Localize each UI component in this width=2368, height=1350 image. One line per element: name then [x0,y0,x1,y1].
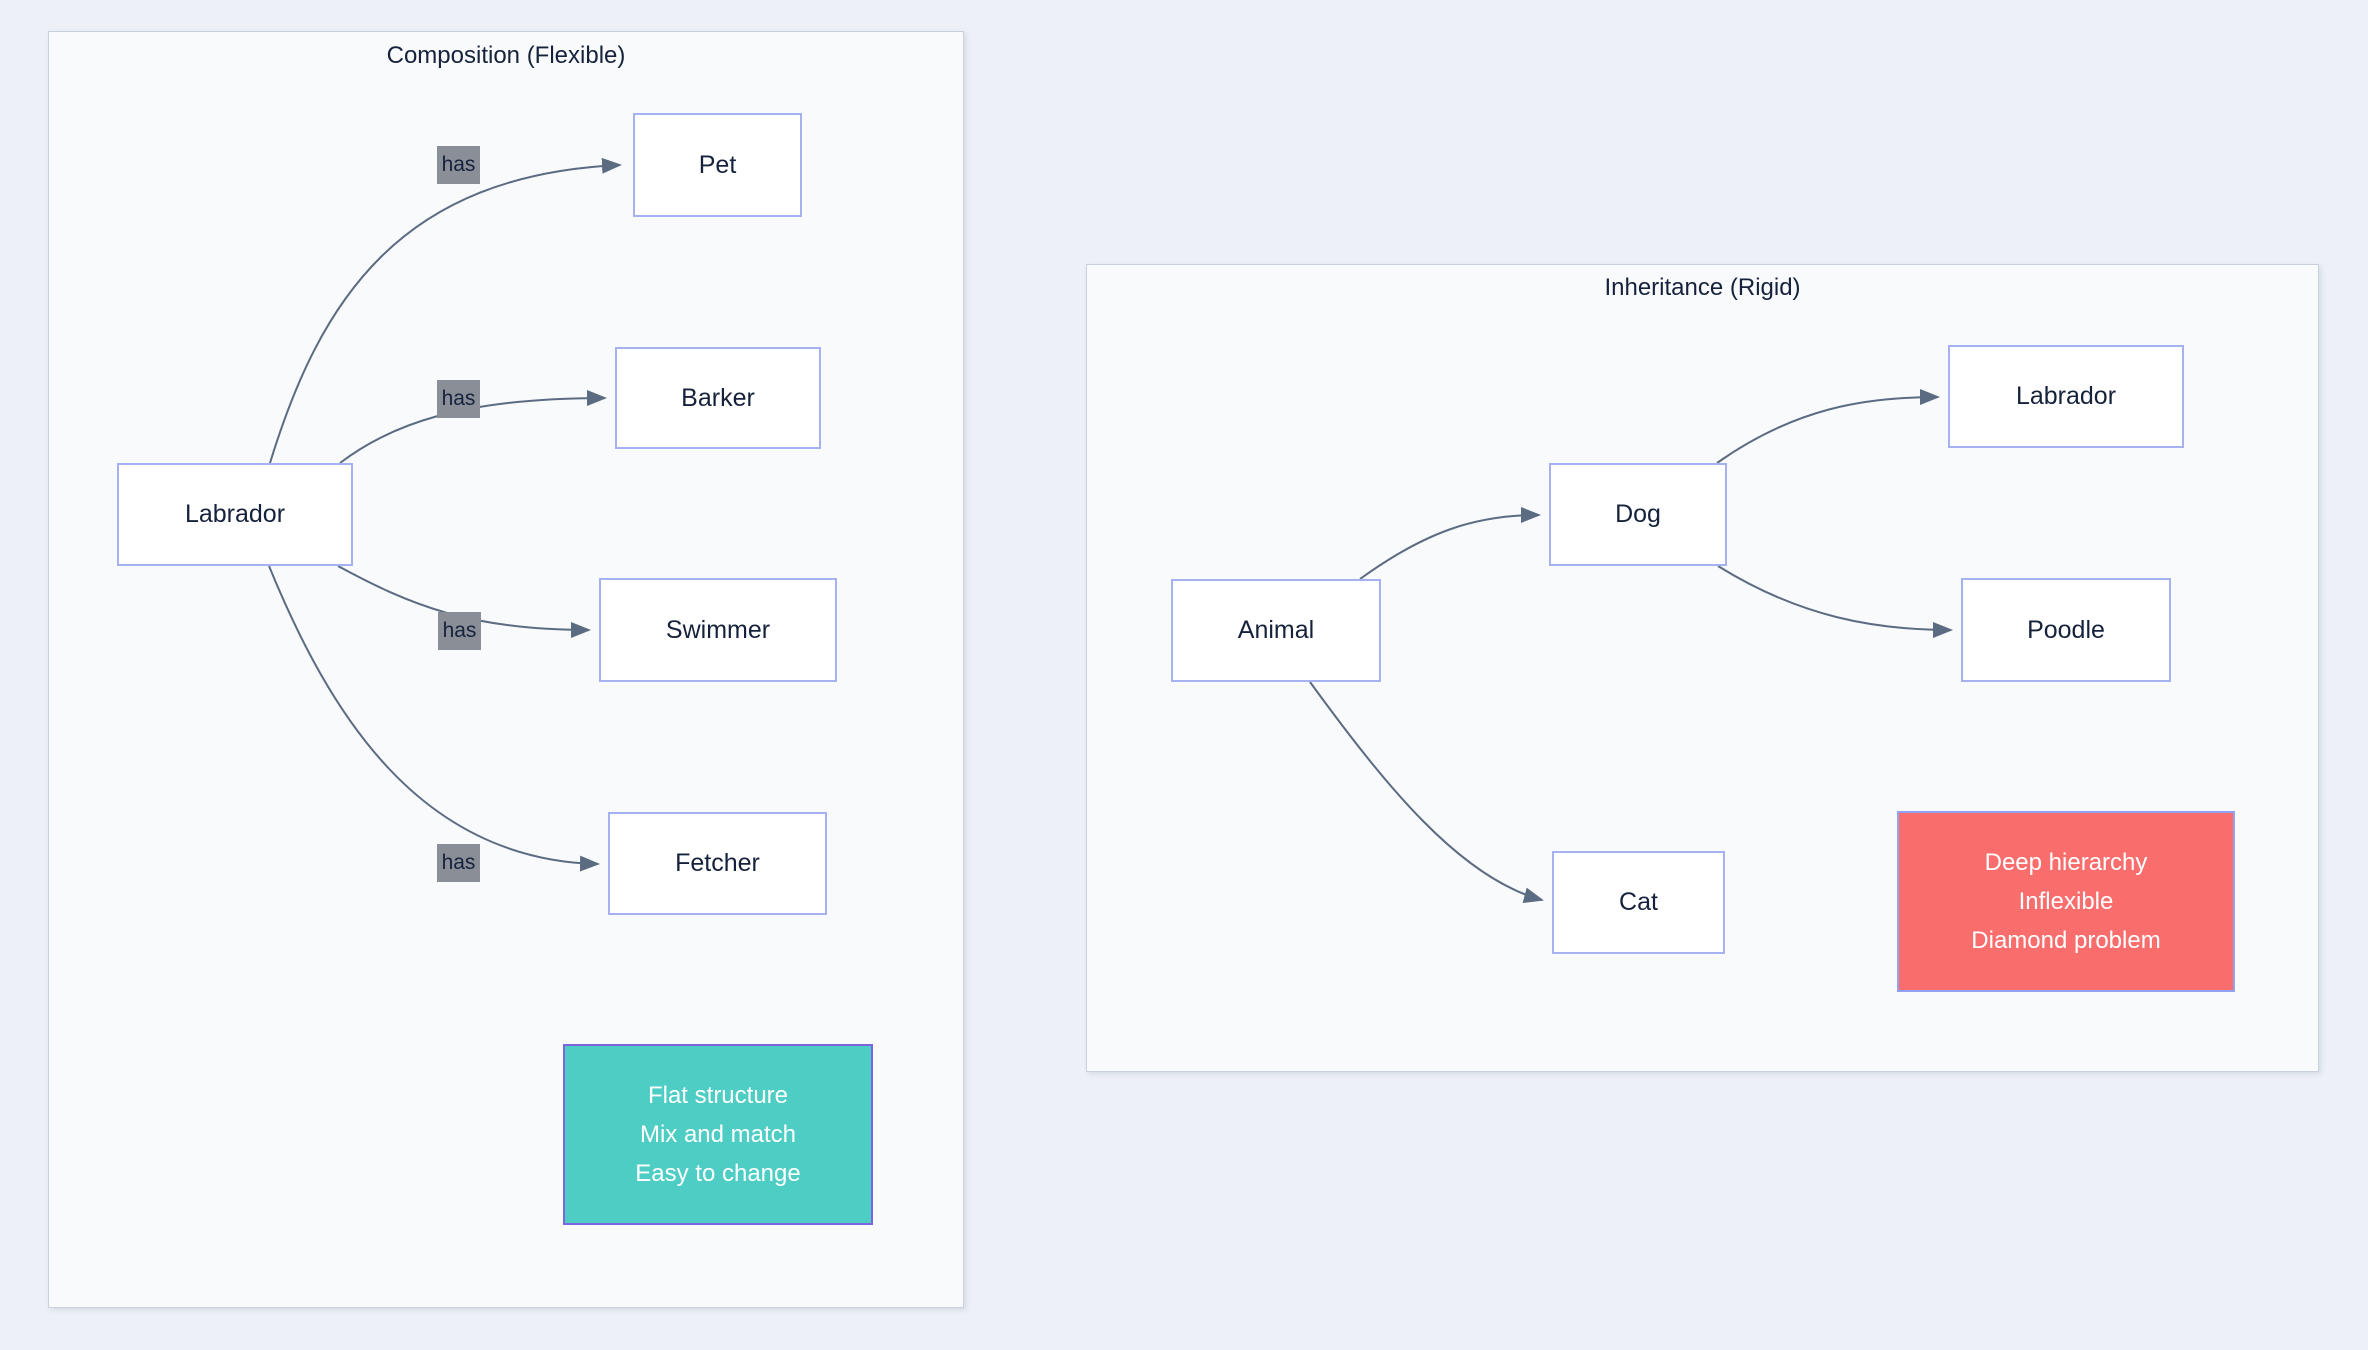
inheritance-note-line-1: Deep hierarchy [1984,849,2148,876]
edge-label-has-fetcher: has [437,844,480,882]
node-poodle[interactable]: Poodle [1961,578,2171,682]
node-swimmer[interactable]: Swimmer [599,578,837,682]
composition-note: Flat structure Mix and match Easy to cha… [563,1044,873,1225]
edge-labrador-barker [339,390,607,464]
inheritance-note-line-3: Diamond problem [1971,927,2161,954]
edge-dog-labrador [1716,389,1940,464]
edge-dog-poodle [1717,565,1953,638]
inheritance-note: Deep hierarchy Inflexible Diamond proble… [1897,811,2235,992]
composition-note-line-1: Flat structure [647,1082,789,1109]
node-animal[interactable]: Animal [1171,579,1381,682]
edge-labrador-pet [269,157,622,464]
node-labrador-composition[interactable]: Labrador [117,463,353,566]
node-dog[interactable]: Dog [1549,463,1727,566]
composition-note-line-3: Easy to change [635,1160,801,1187]
node-labrador-inheritance[interactable]: Labrador [1948,345,2184,448]
node-cat[interactable]: Cat [1552,851,1725,954]
edge-animal-dog [1359,507,1541,580]
composition-note-line-2: Mix and match [639,1121,797,1148]
edge-label-has-barker: has [437,380,480,418]
node-barker[interactable]: Barker [615,347,821,449]
inheritance-note-line-2: Inflexible [2018,888,2114,915]
edge-labrador-fetcher [268,565,600,872]
node-fetcher[interactable]: Fetcher [608,812,827,915]
edge-label-has-swimmer: has [438,612,481,650]
node-pet[interactable]: Pet [633,113,802,217]
edge-label-has-pet: has [437,146,480,184]
edge-animal-cat [1309,681,1544,904]
inheritance-panel-title: Inheritance (Rigid) [1604,274,1801,301]
composition-panel-title: Composition (Flexible) [386,42,626,69]
